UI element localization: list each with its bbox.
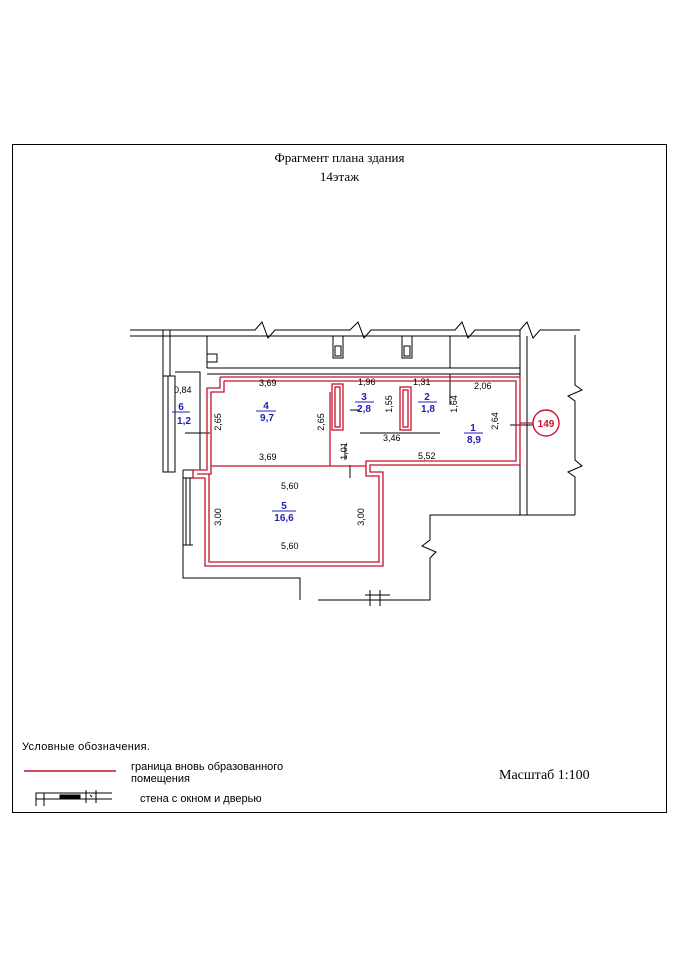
legend-boundary-label-2: помещения (131, 773, 190, 785)
room-5-number: 5 (281, 501, 287, 512)
dim-346: 3,46 (383, 433, 401, 443)
drawing-frame (12, 144, 667, 813)
premise-number: 149 (538, 419, 555, 430)
dimension-labels: 3,69 1,96 1,31 2,06 0,84 2,65 2,65 1,55 … (174, 377, 500, 551)
dim-164: 1,64 (449, 395, 459, 413)
room-5-area: 16,6 (274, 513, 294, 524)
dim-206: 2,06 (474, 381, 492, 391)
dim-369-bottom: 3,69 (259, 452, 277, 462)
dim-155: 1,55 (384, 395, 394, 413)
dim-560-top: 5,60 (281, 481, 299, 491)
dim-265-left: 2,65 (213, 413, 223, 431)
room-3-number: 3 (361, 392, 367, 403)
dim-101: 1,01 (339, 442, 349, 460)
dim-265-mid: 2,65 (316, 413, 326, 431)
dim-131: 1,31 (413, 377, 431, 387)
room-2-number: 2 (424, 392, 430, 403)
dim-264: 2,64 (490, 412, 500, 430)
building-walls (130, 321, 584, 606)
dim-084: 0,84 (174, 385, 192, 395)
room-4-number: 4 (263, 401, 269, 412)
dim-369-top: 3,69 (259, 378, 277, 388)
room-1-number: 1 (470, 423, 476, 434)
floor-label: 14этаж (319, 169, 360, 184)
dim-300-right: 3,00 (356, 508, 366, 526)
room-3-area: 2,8 (357, 404, 371, 415)
dim-560-bottom: 5,60 (281, 541, 299, 551)
room-1-area: 8,9 (467, 435, 481, 446)
room-labels: 1 8,9 2 1,8 3 2,8 4 9,7 5 16,6 6 1,2 (172, 392, 483, 524)
room-6-number: 6 (178, 402, 184, 413)
dim-300-left: 3,00 (213, 508, 223, 526)
dim-196: 1,96 (358, 377, 376, 387)
scale-label: Масштаб 1:100 (499, 768, 590, 783)
room-6-area: 1,2 (177, 416, 191, 427)
room-4-area: 9,7 (260, 413, 274, 424)
premise-number-marker: 149 (520, 409, 560, 437)
legend-wall-label: стена с окном и дверью (140, 793, 262, 805)
dim-552: 5,52 (418, 451, 436, 461)
legend-title: Условные обозначения. (22, 741, 151, 753)
legend-symbols (24, 770, 116, 806)
legend-boundary-label-1: граница вновь образованного (131, 761, 284, 773)
premise-boundary (192, 376, 521, 567)
room-2-area: 1,8 (421, 404, 435, 415)
drawing-title: Фрагмент плана здания (274, 150, 405, 165)
